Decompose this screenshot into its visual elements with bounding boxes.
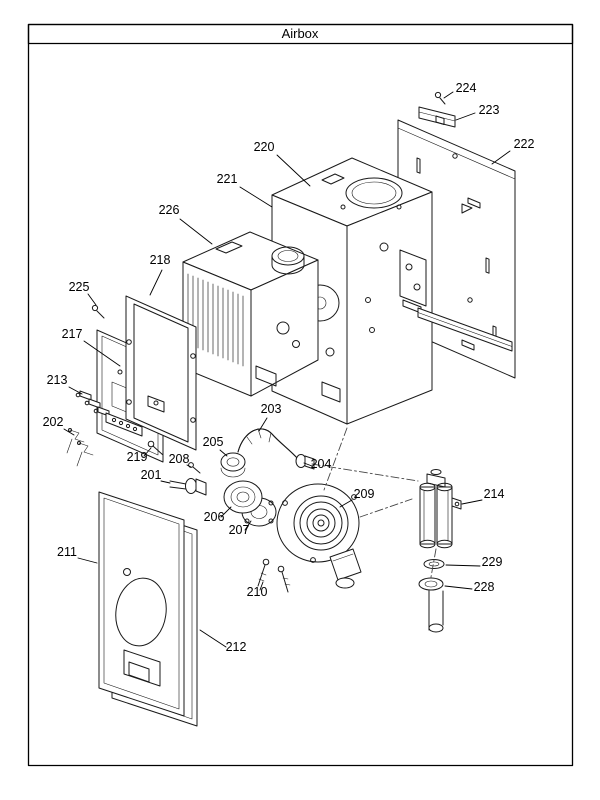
- part-label-219: 219: [127, 450, 148, 464]
- leader-line-226: [179, 218, 213, 245]
- leader-line-204: [303, 462, 313, 467]
- leader-line-225: [87, 293, 97, 306]
- leader-line-213: [68, 386, 83, 395]
- wire-clips: [66, 428, 94, 467]
- gasket-frame: [125, 295, 197, 451]
- venturi-ring-inner: [223, 480, 263, 514]
- leader-line-229: [445, 564, 481, 567]
- fan-screws: [257, 558, 291, 593]
- leader-line-220: [276, 154, 311, 187]
- part-label-226: 226: [159, 203, 180, 217]
- small-screw: [188, 462, 201, 474]
- part-label-222: 222: [514, 137, 535, 151]
- leader-line-223: [455, 112, 476, 121]
- part-label-201: 201: [141, 468, 162, 482]
- leader-line-208: [186, 464, 192, 468]
- leader-line-202: [63, 428, 75, 436]
- part-label-217: 217: [62, 327, 83, 341]
- leader-line-214: [461, 499, 483, 505]
- blower-fan: [276, 483, 362, 589]
- leader-line-217: [83, 340, 121, 367]
- part-label-211: 211: [57, 545, 77, 559]
- leader-line-222: [491, 150, 511, 165]
- part-label-207: 207: [229, 523, 250, 537]
- part-label-224: 224: [456, 81, 477, 95]
- leader-line-209: [339, 499, 353, 508]
- part-label-204: 204: [311, 457, 332, 471]
- part-label-229: 229: [482, 555, 503, 569]
- part-label-218: 218: [150, 253, 171, 267]
- panel-screw: [147, 440, 164, 456]
- hose-collar: [220, 452, 246, 478]
- part-label-210: 210: [247, 585, 268, 599]
- leader-line-205: [219, 449, 228, 457]
- part-label-208: 208: [169, 452, 190, 466]
- front-panel: [98, 491, 185, 717]
- leader-line-224: [443, 91, 454, 99]
- leader-line-203: [258, 417, 268, 432]
- part-label-220: 220: [254, 140, 275, 154]
- heat-exchanger: [182, 231, 319, 397]
- alignment-lines: [311, 427, 437, 578]
- part-label-228: 228: [474, 580, 495, 594]
- drain-pipe: [428, 590, 444, 633]
- part-label-203: 203: [261, 402, 282, 416]
- part-label-202: 202: [43, 415, 64, 429]
- bracket-screw: [434, 91, 446, 105]
- part-label-212: 212: [226, 640, 247, 654]
- trap-oring: [418, 577, 444, 591]
- leader-line-228: [444, 585, 473, 590]
- leader-line-206: [220, 506, 232, 518]
- leader-line-211: [77, 557, 98, 564]
- frame-screw: [91, 304, 105, 319]
- part-label-209: 209: [354, 487, 375, 501]
- part-label-223: 223: [479, 103, 500, 117]
- condensate-trap: [419, 469, 462, 549]
- diagram-title: Airbox: [282, 26, 319, 41]
- part-label-221: 221: [217, 172, 238, 186]
- leader-line-218: [149, 269, 163, 296]
- part-label-213: 213: [47, 373, 68, 387]
- leader-line-210: [259, 581, 264, 591]
- leader-line-207: [244, 520, 252, 531]
- leader-line-219: [143, 447, 152, 457]
- top-bracket: [418, 106, 456, 128]
- mounting-rail: [417, 307, 513, 352]
- page-border: Airbox: [27, 23, 574, 767]
- leader-line-212: [199, 629, 227, 648]
- fixings-cluster: [75, 390, 165, 437]
- leader-line-221: [239, 186, 273, 208]
- part-label-205: 205: [203, 435, 224, 449]
- part-label-206: 206: [204, 510, 225, 524]
- electrode: [169, 478, 207, 496]
- part-label-225: 225: [69, 280, 90, 294]
- leader-line-201: [160, 480, 171, 484]
- part-label-214: 214: [484, 487, 505, 501]
- air-hose: [237, 428, 299, 460]
